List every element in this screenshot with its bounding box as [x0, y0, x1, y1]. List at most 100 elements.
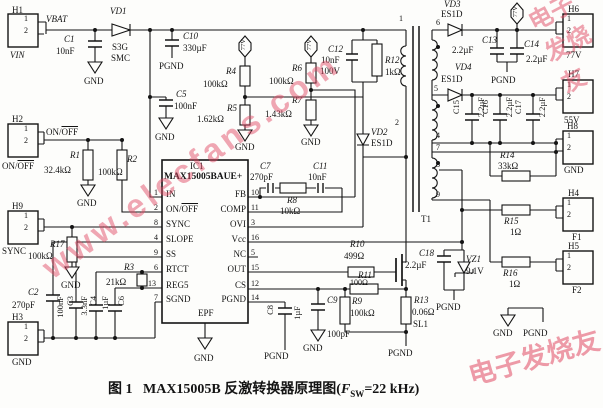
capacitor-plates — [46, 39, 540, 315]
h8-pin1: 1 — [567, 131, 571, 140]
t1-pin9: 9 — [436, 190, 440, 199]
c8-val: 1µF — [292, 306, 302, 320]
tie-gnd: GND — [493, 328, 513, 338]
r1-ref: R1 — [70, 150, 80, 160]
r13-pgnd: PGND — [388, 348, 413, 358]
vd3-ref: VD3 — [444, 0, 461, 9]
r16-val: 1Ω — [509, 279, 521, 289]
offpage-77v-icon — [304, 35, 318, 58]
offpage-77v-label: 77V — [306, 39, 313, 51]
h1-label: VIN — [10, 50, 25, 60]
gnd-icon — [79, 184, 97, 198]
ic-pin-num-16: 16 — [251, 233, 259, 242]
ic-pin-comp: COMP — [220, 204, 246, 214]
h7-box — [562, 79, 594, 114]
c2-ref: C2 — [28, 287, 39, 297]
c18-val: 2.2µF — [405, 260, 427, 270]
vd4-ref: VD4 — [455, 62, 472, 72]
h2-box — [7, 123, 39, 158]
h8-title: H8 — [567, 121, 578, 131]
c14-val: 2.2µF — [526, 54, 548, 64]
r11-ref: R11 — [358, 270, 372, 280]
h5-label: F2 — [572, 285, 582, 295]
h6-box — [562, 13, 594, 48]
c2-val: 270pF — [12, 300, 36, 310]
ic-pin-fb: FB — [234, 189, 246, 199]
c1-gnd: GND — [84, 76, 104, 86]
gnd-icon — [236, 129, 254, 143]
c4-ref: C4 — [88, 296, 98, 306]
diode-symbols — [111, 23, 474, 277]
gnd-icon — [86, 61, 104, 75]
c5-val: 100nF — [174, 101, 198, 111]
ic-pad-gnd: GND — [194, 353, 214, 363]
offpage-77v-label: 77V — [512, 6, 519, 18]
h4-title: H4 — [568, 188, 579, 198]
r5-val: 1.62kΩ — [197, 114, 224, 124]
c10-ref: C10 — [183, 31, 199, 41]
vd2-val: ES1D — [371, 138, 393, 148]
offpage-77v-icon — [510, 2, 524, 25]
ic-pin-num-15: 15 — [251, 263, 259, 272]
c17-val: 2.2µF — [537, 97, 547, 118]
r2-ref: R2 — [127, 154, 137, 164]
t1-pin6: 6 — [436, 18, 440, 27]
r2-val: 100kΩ — [98, 167, 123, 177]
ic-pin-num-3: 3 — [251, 218, 255, 227]
ic-pin-num-1: 1 — [154, 188, 158, 197]
h6-pin1: 1 — [567, 14, 571, 23]
gnd-icon — [196, 337, 214, 351]
c11-ref: C11 — [313, 161, 328, 171]
vd1-val2: SMC — [111, 53, 131, 63]
r17-ref: R17 — [50, 239, 65, 249]
c16-ref: C16 — [480, 100, 490, 115]
r14-val: 33kΩ — [498, 161, 519, 171]
ic-ref: IC1 — [190, 161, 204, 171]
h5-pin2: 2 — [567, 263, 571, 272]
r15-val: 1Ω — [510, 227, 522, 237]
ic-pin-vcc: Vcc — [231, 234, 247, 244]
gnd-icon — [302, 124, 320, 138]
gnd-icon — [309, 329, 327, 343]
ground-symbols — [63, 61, 517, 351]
r1-val: 32.4kΩ — [44, 165, 71, 175]
caption-figure: 图 1 — [108, 382, 133, 397]
h4-pin2: 2 — [567, 210, 571, 219]
caption-param-sub: SW — [350, 388, 365, 399]
c9-ref: C9 — [327, 295, 338, 305]
r17-gnd: GND — [61, 280, 81, 290]
c14-ref: C14 — [524, 39, 540, 49]
vd1-ref: VD1 — [110, 6, 127, 16]
ic-pin-reg5: REG5 — [166, 280, 189, 290]
c13-ref: C13 — [482, 35, 498, 45]
t1-pin5: 5 — [434, 84, 438, 93]
h8-pin2: 2 — [567, 143, 571, 152]
c5-ref: C5 — [176, 89, 187, 99]
ic-pin-nc: NC — [233, 249, 246, 259]
r8-val: 10kΩ — [280, 206, 301, 216]
connector-boxes — [7, 13, 594, 356]
c7-val: 270pF — [250, 172, 274, 182]
c15-ref: C15 — [451, 100, 461, 115]
ic-pin-num-5: 5 — [251, 248, 255, 257]
t1-pin4: 4 — [436, 131, 440, 140]
c11-val: 10nF — [308, 172, 327, 182]
r3-val: 21kΩ — [106, 277, 127, 287]
h4-label: F1 — [572, 232, 582, 242]
h1-signal: VBAT — [46, 14, 68, 24]
c3-val: 100nF — [55, 296, 65, 318]
c9-gnd: GND — [303, 343, 323, 353]
ic-pin-num-7: 7 — [154, 293, 158, 302]
junction-dots — [51, 28, 558, 340]
r10-ref: R10 — [350, 239, 365, 249]
transformer-symbol — [400, 26, 438, 212]
r16-ref: R16 — [503, 268, 518, 278]
c13-val: 2.2µF — [452, 45, 474, 55]
ic-pin-num-8: 8 — [154, 218, 158, 227]
gnd-icon — [63, 266, 81, 280]
r4-val: 100kΩ — [203, 79, 228, 89]
h5-pin1: 1 — [567, 251, 571, 260]
h7-pin1: 1 — [567, 80, 571, 89]
figure-caption: 图 1 MAX15005B 反激转换器原理图(FSW=22 kHz) — [108, 378, 419, 399]
